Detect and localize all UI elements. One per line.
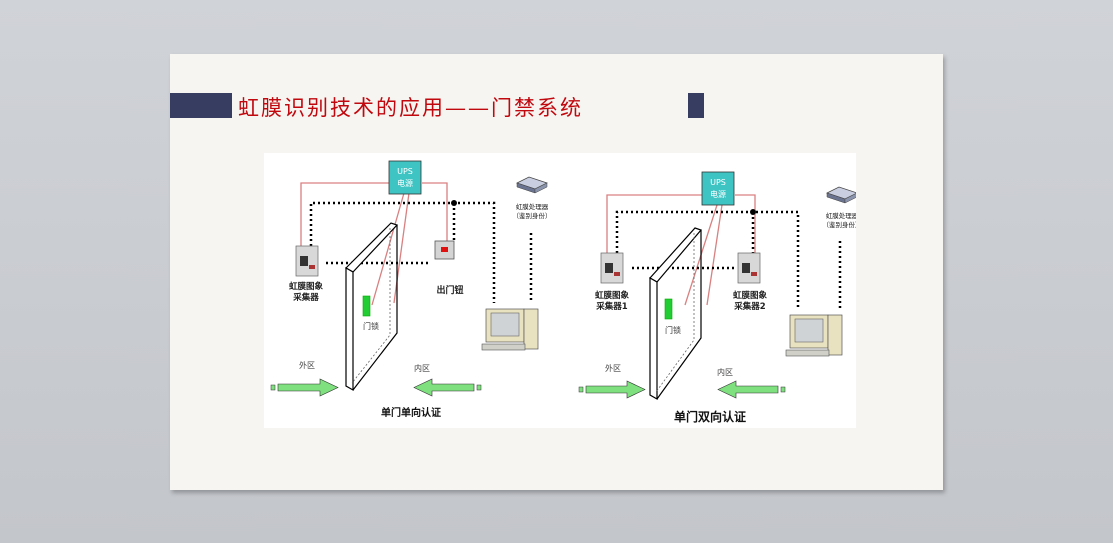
data-lines [615, 210, 842, 308]
power-lines [300, 182, 448, 306]
ups-label-power: 电源 [710, 189, 726, 199]
computer-icon [785, 314, 843, 357]
iris-collector-2-icon [737, 252, 761, 284]
collector-1-label: 虹膜图象 [595, 290, 630, 301]
entry-arrow-icon [578, 380, 646, 399]
iris-collector-icon [295, 245, 319, 277]
title-accent-bar-right [688, 93, 704, 118]
exit-arrow-icon [717, 380, 786, 399]
slide: 虹膜识别技术的应用——门禁系统 [170, 54, 943, 490]
outer-zone-label: 外区 [605, 363, 621, 373]
collector-sublabel: 采集器 [292, 292, 319, 303]
collector-2-label: 虹膜图象 [733, 290, 768, 301]
diagram-two-direction: UPS 电源 虹膜处理器 （鉴别身份） 虹膜图象 采集器1 [578, 171, 862, 424]
computer-icon [481, 308, 539, 351]
diagram-single-direction: UPS 电源 虹膜处理器 （鉴别身份） 虹膜图象 采集 [270, 160, 552, 419]
title-accent-bar-left [170, 93, 232, 118]
processor-sublabel: （鉴别身份） [513, 211, 552, 220]
entry-arrow-icon [270, 378, 339, 397]
collector-1-sublabel: 采集器1 [595, 301, 628, 312]
slide-title: 虹膜识别技术的应用——门禁系统 [238, 96, 583, 120]
door-panel [649, 227, 703, 401]
exit-button-label: 出门钮 [436, 284, 463, 296]
ups-label: UPS [397, 167, 413, 176]
collector-label: 虹膜图象 [289, 281, 324, 292]
door-lock-icon [362, 295, 371, 317]
inner-zone-label: 内区 [414, 363, 430, 373]
iris-processor-icon [826, 186, 858, 204]
outer-zone-label: 外区 [299, 360, 315, 370]
data-lines [309, 201, 533, 303]
processor-sublabel: （鉴别身份） [823, 220, 857, 229]
door-lock-icon [664, 298, 673, 320]
collector-2-sublabel: 采集器2 [733, 301, 766, 312]
inner-zone-label: 内区 [717, 367, 733, 377]
ups-power-box: UPS 电源 [701, 171, 735, 206]
door-panel [345, 222, 399, 392]
processor-label: 虹膜处理器 [826, 211, 856, 220]
ups-power-box: UPS 电源 [388, 160, 422, 195]
iris-processor-icon [516, 176, 548, 194]
diagram-caption: 单门单向认证 [381, 406, 441, 419]
processor-label: 虹膜处理器 [516, 202, 549, 211]
iris-collector-1-icon [600, 252, 624, 284]
power-lines [606, 194, 756, 306]
exit-button-icon [434, 240, 455, 260]
exit-arrow-icon [413, 378, 482, 397]
ups-label-power: 电源 [397, 178, 413, 188]
ups-label: UPS [710, 178, 726, 187]
diagram-caption: 单门双向认证 [674, 409, 746, 424]
junction-node [451, 200, 457, 206]
door-lock-label: 门锁 [363, 321, 379, 331]
access-control-diagram: UPS 电源 虹膜处理器 （鉴别身份） 虹膜图象 采集 [264, 153, 862, 428]
junction-node [750, 209, 756, 215]
door-lock-label: 门锁 [665, 325, 681, 335]
